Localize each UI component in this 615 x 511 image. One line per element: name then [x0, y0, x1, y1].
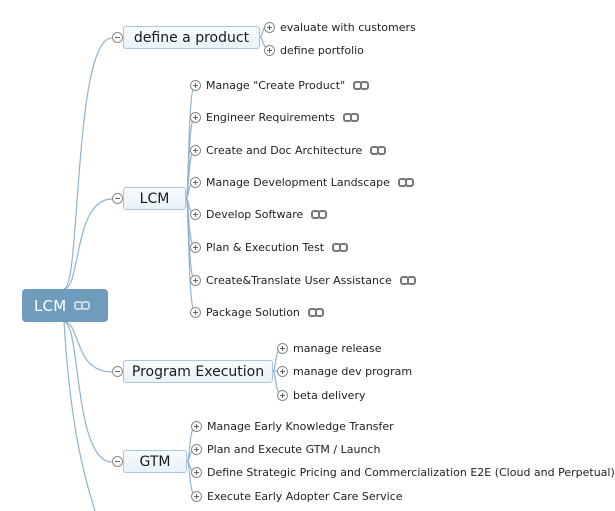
link-icon[interactable] — [307, 307, 325, 317]
leaf-label: evaluate with customers — [280, 20, 416, 34]
branch-label: LCM — [139, 190, 170, 207]
collapse-toggle-program-execution[interactable] — [112, 366, 123, 377]
expand-icon[interactable] — [190, 176, 201, 188]
leaf-label: Execute Early Adopter Care Service — [207, 489, 403, 503]
expand-icon[interactable] — [277, 365, 288, 377]
leaf-label: Manage "Create Product" — [206, 78, 346, 92]
expand-icon[interactable] — [191, 490, 202, 502]
expand-icon[interactable] — [190, 274, 201, 286]
connector-root-gtm — [63, 321, 113, 463]
expand-icon[interactable] — [190, 144, 201, 156]
collapse-toggle-lcm[interactable] — [112, 193, 123, 204]
branch-label: Program Execution — [131, 363, 265, 380]
link-icon[interactable] — [342, 112, 360, 122]
leaf-label: Engineer Requirements — [206, 110, 335, 124]
branch-lcm[interactable]: LCM — [123, 187, 186, 210]
leaf-label: Manage Early Knowledge Transfer — [207, 419, 394, 433]
expand-icon[interactable] — [191, 443, 202, 455]
branch-define-a-product[interactable]: define a product — [123, 26, 260, 49]
leaf-label: manage dev program — [293, 364, 413, 378]
root-node[interactable]: LCM — [22, 289, 108, 322]
leaf-label: Package Solution — [206, 305, 300, 319]
link-icon[interactable] — [74, 301, 91, 310]
leaf-label: Develop Software — [206, 207, 304, 221]
expand-icon[interactable] — [190, 241, 201, 253]
collapse-toggle-gtm[interactable] — [112, 456, 123, 467]
link-icon[interactable] — [399, 275, 417, 285]
leaf-early-adopter-care[interactable]: Execute Early Adopter Care Service — [191, 488, 403, 504]
expand-icon[interactable] — [190, 208, 201, 220]
connector-root-more — [63, 321, 96, 511]
leaf-strategic-pricing[interactable]: Define Strategic Pricing and Commerciali… — [191, 464, 615, 480]
connector-root-program-execution — [63, 321, 113, 373]
leaf-create-doc-architecture[interactable]: Create and Doc Architecture — [190, 142, 387, 158]
leaf-label: manage release — [293, 341, 382, 355]
leaf-plan-execution-test[interactable]: Plan & Execution Test — [190, 239, 349, 255]
root-label: LCM — [34, 296, 67, 315]
expand-icon[interactable] — [190, 111, 201, 123]
leaf-develop-software[interactable]: Develop Software — [190, 206, 328, 222]
expand-icon[interactable] — [191, 420, 202, 432]
expand-icon[interactable] — [277, 342, 288, 354]
connector-root-lcm — [63, 198, 113, 290]
leaf-evaluate-with-customers[interactable]: evaluate with customers — [264, 19, 416, 35]
branch-label: define a product — [133, 29, 250, 46]
leaf-label: define portfolio — [280, 43, 364, 57]
leaf-plan-execute-gtm[interactable]: Plan and Execute GTM / Launch — [191, 441, 380, 457]
branch-program-execution[interactable]: Program Execution — [123, 360, 273, 383]
leaf-label: Define Strategic Pricing and Commerciali… — [207, 465, 615, 479]
link-icon[interactable] — [397, 177, 415, 187]
expand-icon[interactable] — [190, 306, 201, 318]
link-icon[interactable] — [332, 242, 349, 252]
leaf-define-portfolio[interactable]: define portfolio — [264, 42, 364, 58]
leaf-label: Create&Translate User Assistance — [206, 273, 392, 287]
leaf-label: Plan and Execute GTM / Launch — [207, 442, 381, 456]
leaf-manage-release[interactable]: manage release — [277, 340, 382, 356]
link-icon[interactable] — [370, 145, 387, 155]
connector-root-define-product — [63, 37, 113, 290]
collapse-toggle-define-product[interactable] — [112, 32, 123, 43]
link-icon[interactable] — [353, 80, 370, 90]
leaf-engineer-requirements[interactable]: Engineer Requirements — [190, 109, 360, 125]
leaf-create-translate-ua[interactable]: Create&Translate User Assistance — [190, 272, 417, 288]
leaf-manage-dev-program[interactable]: manage dev program — [277, 363, 412, 379]
expand-icon[interactable] — [264, 44, 275, 56]
leaf-label: Manage Development Landscape — [206, 175, 390, 189]
expand-icon[interactable] — [191, 466, 202, 478]
link-icon[interactable] — [311, 209, 328, 219]
expand-icon[interactable] — [264, 21, 275, 33]
leaf-label: beta delivery — [293, 388, 366, 402]
leaf-label: Plan & Execution Test — [206, 240, 325, 254]
leaf-early-knowledge-transfer[interactable]: Manage Early Knowledge Transfer — [191, 418, 394, 434]
leaf-package-solution[interactable]: Package Solution — [190, 304, 325, 320]
leaf-manage-create-product[interactable]: Manage "Create Product" — [190, 77, 370, 93]
leaf-manage-dev-landscape[interactable]: Manage Development Landscape — [190, 174, 415, 190]
expand-icon[interactable] — [277, 389, 288, 401]
branch-label: GTM — [139, 453, 171, 470]
leaf-label: Create and Doc Architecture — [206, 143, 363, 157]
branch-gtm[interactable]: GTM — [123, 450, 187, 473]
leaf-beta-delivery[interactable]: beta delivery — [277, 387, 365, 403]
expand-icon[interactable] — [190, 79, 201, 91]
